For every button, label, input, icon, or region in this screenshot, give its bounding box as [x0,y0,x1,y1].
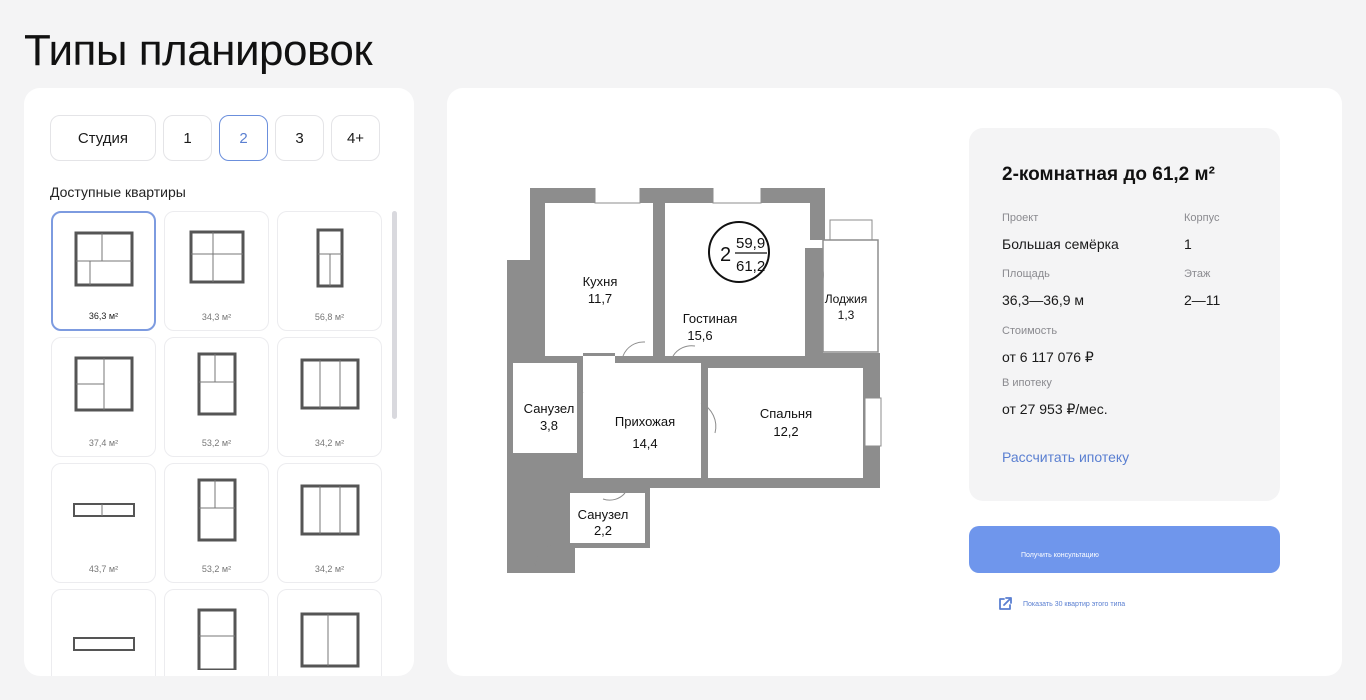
show-apartments-label: Показать 30 квартир этого типа [1023,600,1126,608]
room-name: Санузел [524,401,575,416]
plan-thumbnail [197,352,236,416]
badge-living: 59,9 [736,235,765,252]
plan-card[interactable]: 56,8 м² [277,211,382,331]
plan-area: 56,8 м² [314,312,345,322]
apartment-title: 2-комнатная до 61,2 м² [1002,164,1215,185]
room-area: 1,3 [838,308,855,322]
building-value: 1 [1184,236,1192,252]
plan-card[interactable] [164,589,269,676]
plans-scrollbar[interactable] [392,211,397,419]
show-apartments-link[interactable]: Показать 30 квартир этого типа [997,596,1125,612]
floorplan-walls [507,188,880,573]
plan-thumbnail [316,228,343,288]
plan-thumbnail [300,612,359,668]
tab-2-rooms[interactable]: 2 [219,115,268,161]
plan-area: 34,2 м² [314,564,345,574]
floor-value: 2—11 [1184,292,1221,308]
external-link-icon [999,597,1012,610]
plan-card[interactable]: 34,2 м² [277,337,382,457]
plan-card[interactable]: 37,4 м² [51,337,156,457]
floorplan-badge: 2 59,9 61,2 [708,221,770,283]
plan-area: 53,2 м² [201,564,232,574]
plan-thumbnail [300,484,359,536]
plan-area: 34,3 м² [201,312,232,322]
building-label: Корпус [1184,212,1220,224]
mortgage-label: В ипотеку [1002,377,1052,389]
room-name: Прихожая [615,414,675,429]
plan-card[interactable]: 34,3 м² [164,211,269,331]
loggia [822,239,879,353]
floorplan: 2 59,9 61,2 Кухня 11,7 Гостиная 15,6 Лод… [507,188,882,573]
plan-thumbnail [197,478,236,542]
floorplan-windows [594,188,882,447]
page-title: Типы планировок [24,26,373,75]
plan-card[interactable]: 53,2 м² [164,463,269,583]
plan-card[interactable] [277,589,382,676]
plan-card[interactable]: 36,3 м² [51,211,156,331]
room-name: Гостиная [683,311,738,326]
room-name: Санузел [578,507,629,522]
room-name: Кухня [583,274,618,289]
floorplan-room-labels: Кухня 11,7 Гостиная 15,6 Лоджия 1,3 Сану… [524,274,868,538]
area-value: 36,3—36,9 м [1002,292,1085,308]
plan-thumbnail [189,230,244,284]
plans-grid: 36,3 м² 34,3 м² 56,8 м² 37,4 м² 53,2 м² … [51,211,383,676]
price-label: Стоимость [1002,325,1058,337]
plan-thumbnail [197,608,236,670]
plan-thumbnail [74,356,133,412]
plan-area: 34,2 м² [314,438,345,448]
room-area: 14,4 [632,436,657,451]
room-area: 12,2 [773,424,798,439]
calculate-mortgage-link[interactable]: Рассчитать ипотеку [1002,449,1130,465]
plan-card[interactable]: 34,2 м² [277,463,382,583]
project-label: Проект [1002,212,1039,224]
badge-rooms: 2 [720,244,731,266]
plan-thumbnail [74,231,133,287]
plan-thumbnail [72,503,135,517]
plan-area: 53,2 м² [201,438,232,448]
tab-studio[interactable]: Студия [50,115,156,161]
room-area: 3,8 [540,418,558,433]
available-apartments-label: Доступные квартиры [50,184,186,200]
plan-card[interactable]: 53,2 м² [164,337,269,457]
tab-4-plus-rooms[interactable]: 4+ [331,115,380,161]
room-area: 2,2 [594,523,612,538]
plan-card[interactable] [51,589,156,676]
price-value: от 6 117 076 ₽ [1002,349,1094,365]
tab-1-room[interactable]: 1 [163,115,212,161]
get-consultation-button[interactable]: Получить консультацию [969,526,1280,573]
room-name: Спальня [760,406,812,421]
plan-thumbnail [72,637,135,651]
room-count-tabs: Студия 1 2 3 4+ [50,115,380,161]
floor-label: Этаж [1184,268,1211,280]
project-value: Большая семёрка [1002,236,1119,252]
plan-area: 36,3 м² [88,311,119,321]
plan-thumbnail [300,358,359,410]
room-area: 11,7 [588,291,612,306]
room-area: 15,6 [687,328,712,343]
area-label: Площадь [1002,268,1050,280]
plan-area: 43,7 м² [88,564,119,574]
plan-area: 37,4 м² [88,438,119,448]
badge-total: 61,2 [736,258,765,275]
plan-card[interactable]: 43,7 м² [51,463,156,583]
floorplan-doors [534,255,824,569]
mortgage-value: от 27 953 ₽/мес. [1002,401,1108,417]
apartment-info-card: 2-комнатная до 61,2 м² Проект Большая се… [969,128,1280,501]
tab-3-rooms[interactable]: 3 [275,115,324,161]
plan-filter-panel: Студия 1 2 3 4+ Доступные квартиры 36,3 … [24,88,414,676]
plan-detail-panel: 2 59,9 61,2 Кухня 11,7 Гостиная 15,6 Лод… [447,88,1342,676]
room-name: Лоджия [825,292,868,306]
